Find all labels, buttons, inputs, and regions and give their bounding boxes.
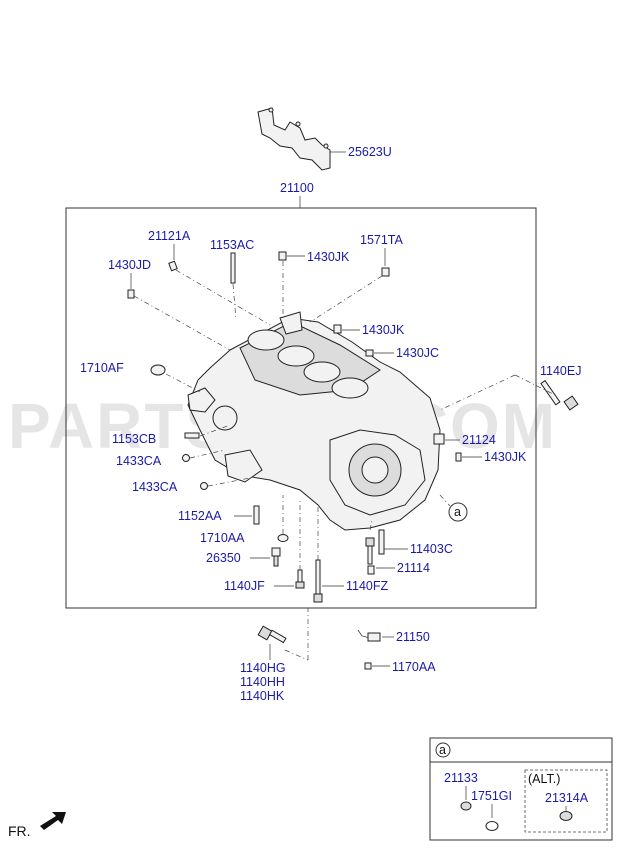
callout-1710AA[interactable]: 1710AA — [200, 531, 245, 545]
bolt-11403C[interactable] — [365, 537, 375, 565]
plug-1571TA[interactable] — [381, 267, 390, 277]
callout-1153CB[interactable]: 1153CB — [112, 432, 156, 446]
bolt-1170AA[interactable] — [364, 662, 372, 670]
callout-21150[interactable]: 21150 — [396, 630, 430, 644]
callout-21124[interactable]: 21124 — [462, 433, 496, 447]
callout-1430JC[interactable]: 1430JC — [396, 346, 439, 360]
ref-marker-a-label: a — [454, 505, 461, 519]
callout-1140HH[interactable]: 1140HH — [240, 675, 285, 689]
callout-1430JK-mid[interactable]: 1430JK — [362, 323, 405, 337]
sensor-21150[interactable] — [357, 629, 381, 642]
dowel-21121A[interactable] — [168, 260, 178, 272]
nozzle-26350[interactable] — [271, 547, 281, 567]
dowel-11403C[interactable] — [378, 529, 385, 555]
plug-1433CA-upper[interactable] — [182, 454, 190, 462]
callout-1571TA[interactable]: 1571TA — [360, 233, 404, 247]
callout-21121A[interactable]: 21121A — [148, 229, 191, 243]
cylinder-block-part[interactable] — [187, 311, 441, 531]
callout-1140FZ[interactable]: 1140FZ — [346, 579, 389, 593]
callout-21114[interactable]: 21114 — [397, 561, 430, 575]
callout-1153AC[interactable]: 1153AC — [210, 238, 254, 252]
callout-21314A[interactable]: 21314A — [545, 791, 589, 805]
ref-marker-a[interactable] — [448, 502, 468, 522]
head-gasket-part[interactable] — [257, 107, 331, 171]
plug-1433CA-lower[interactable] — [200, 482, 208, 490]
plug-1430JK-mid[interactable] — [333, 324, 342, 334]
callout-1433CA-upper[interactable]: 1433CA — [116, 454, 162, 468]
front-arrow-icon — [40, 812, 66, 830]
callout-1140HG[interactable]: 1140HG — [240, 661, 286, 675]
pin-1153AC[interactable] — [230, 252, 236, 284]
callout-26350[interactable]: 26350 — [206, 551, 241, 565]
callout-1430JK-right[interactable]: 1430JK — [484, 450, 527, 464]
callout-21133[interactable]: 21133 — [444, 771, 478, 785]
bolt-21114[interactable] — [367, 565, 375, 575]
plug-1430JK-right[interactable] — [455, 452, 462, 462]
plug-1430JC[interactable] — [365, 349, 374, 357]
detail-box-a: a 21133 1751GI (ALT.) 21314A — [429, 737, 613, 841]
bolt-1140FZ[interactable] — [313, 559, 323, 603]
callout-25623U[interactable]: 25623U — [348, 145, 392, 159]
callout-1152AA[interactable]: 1152AA — [178, 509, 222, 523]
dowel-1152AA[interactable] — [253, 505, 260, 525]
callout-1710AF[interactable]: 1710AF — [80, 361, 124, 375]
bolt-1140JF[interactable] — [295, 569, 305, 589]
callout-1140JF[interactable]: 1140JF — [224, 579, 265, 593]
oring-1710AA[interactable] — [277, 534, 289, 542]
pin-1153CB[interactable] — [184, 432, 200, 439]
assembly-frame — [65, 207, 537, 609]
callout-1140EJ[interactable]: 1140EJ — [540, 364, 581, 378]
plug-1430JK-top[interactable] — [278, 251, 287, 261]
callout-1433CA-lower[interactable]: 1433CA — [132, 480, 178, 494]
callout-1140HK[interactable]: 1140HK — [240, 689, 285, 703]
callout-1751GI[interactable]: 1751GI — [471, 789, 512, 803]
callout-21100[interactable]: 21100 — [280, 181, 314, 195]
plug-21314A[interactable] — [559, 811, 573, 821]
dowel-1430JD[interactable] — [127, 289, 135, 299]
bush-21124[interactable] — [433, 433, 445, 445]
bolt-1140HG[interactable] — [257, 625, 287, 644]
oring-1710AF[interactable] — [150, 364, 166, 376]
callout-1430JD[interactable]: 1430JD — [108, 258, 151, 272]
callout-11403C[interactable]: 11403C — [410, 542, 453, 556]
plug-21133[interactable] — [460, 801, 472, 811]
callout-1430JK-top[interactable]: 1430JK — [307, 250, 350, 264]
alt-label: (ALT.) — [528, 772, 560, 786]
detail-box-marker: a — [439, 743, 446, 757]
callout-1170AA[interactable]: 1170AA — [392, 660, 436, 674]
seal-1751GI[interactable] — [485, 821, 499, 831]
front-label: FR. — [8, 823, 31, 839]
